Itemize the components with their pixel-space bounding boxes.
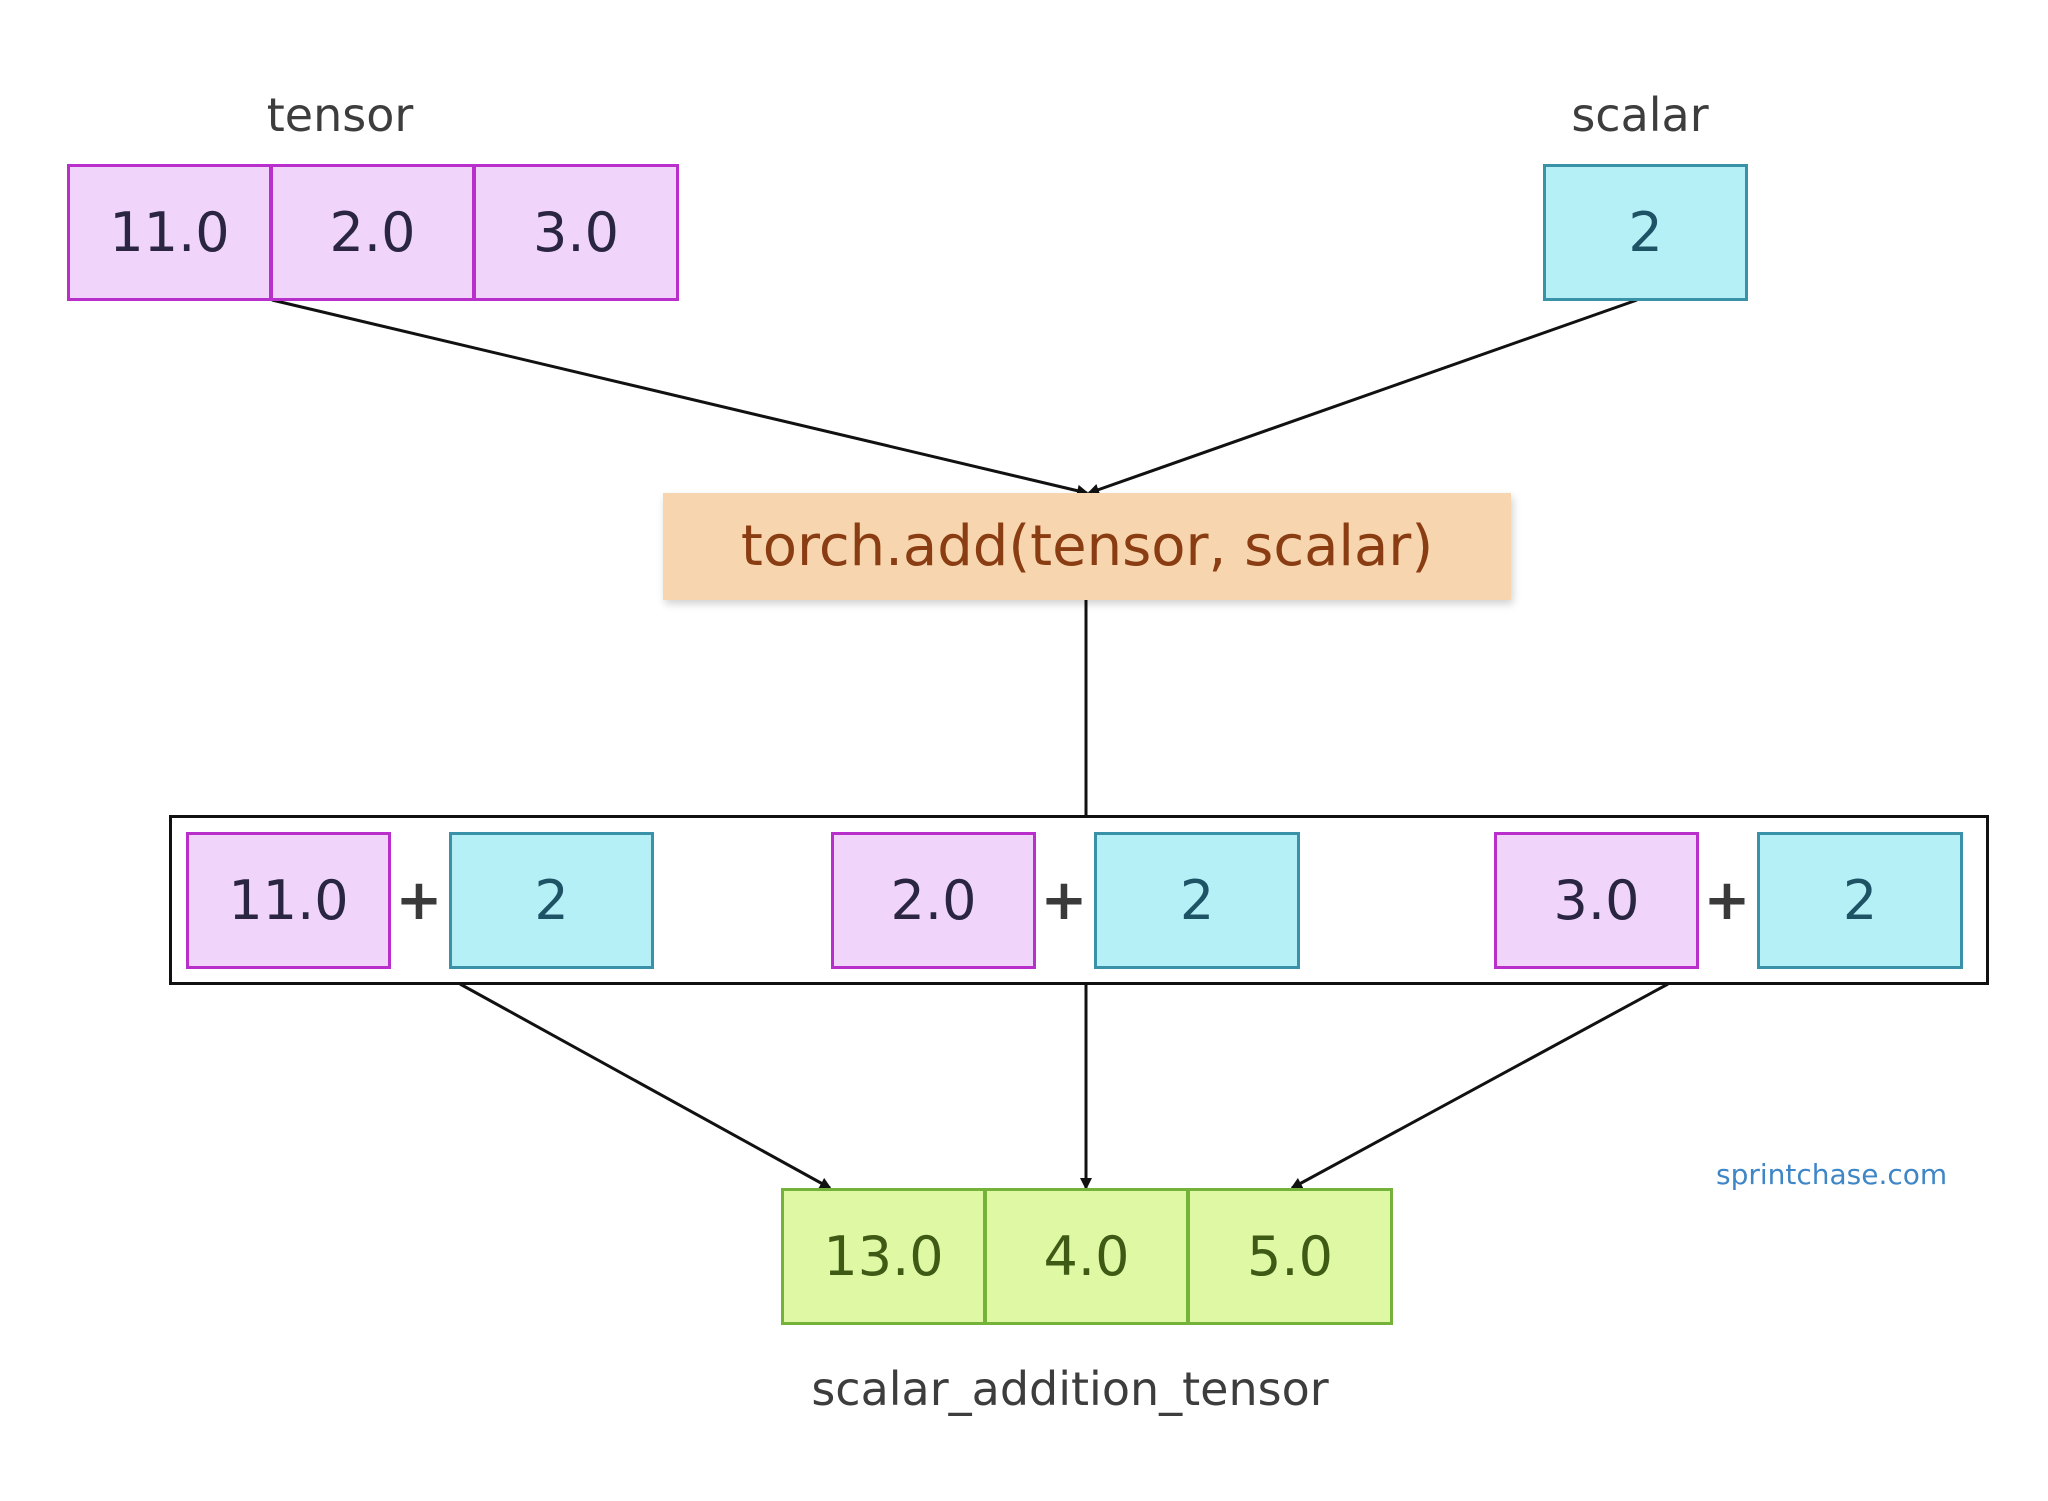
- watermark-link[interactable]: sprintchase.com: [1716, 1158, 1948, 1191]
- pair-1-plus: +: [395, 868, 443, 933]
- tensor-cell-2: 3.0: [473, 164, 679, 301]
- scalar-cell: 2: [1543, 164, 1748, 301]
- pair-3-scalar-cell: 2: [1757, 832, 1963, 969]
- pair-1-tensor-cell: 11.0: [186, 832, 391, 969]
- pair-1-scalar-cell: 2: [449, 832, 654, 969]
- arrow-pair1-to-result: [459, 982, 832, 1190]
- pair-2-tensor-cell: 2.0: [831, 832, 1036, 969]
- result-cell-1: 4.0: [984, 1188, 1189, 1325]
- pair-2-plus: +: [1040, 868, 1088, 933]
- arrow-scalar-to-op: [1087, 298, 1638, 496]
- pair-2-scalar-cell: 2: [1094, 832, 1300, 969]
- pair-3-tensor-cell: 3.0: [1494, 832, 1699, 969]
- result-cell-2: 5.0: [1187, 1188, 1393, 1325]
- tensor-cell-0: 11.0: [67, 164, 272, 301]
- arrow-pair3-to-result: [1290, 982, 1669, 1190]
- arrow-tensor-to-op: [271, 298, 1089, 497]
- tensor-cell-1: 2.0: [270, 164, 475, 301]
- tensor-label: tensor: [266, 88, 414, 142]
- operation-box: torch.add(tensor, scalar): [663, 493, 1511, 600]
- elementwise-pairs-group: [169, 815, 1989, 985]
- scalar-label: scalar: [1571, 88, 1709, 142]
- pair-3-plus: +: [1703, 868, 1751, 933]
- result-cell-0: 13.0: [781, 1188, 986, 1325]
- result-label: scalar_addition_tensor: [811, 1362, 1329, 1416]
